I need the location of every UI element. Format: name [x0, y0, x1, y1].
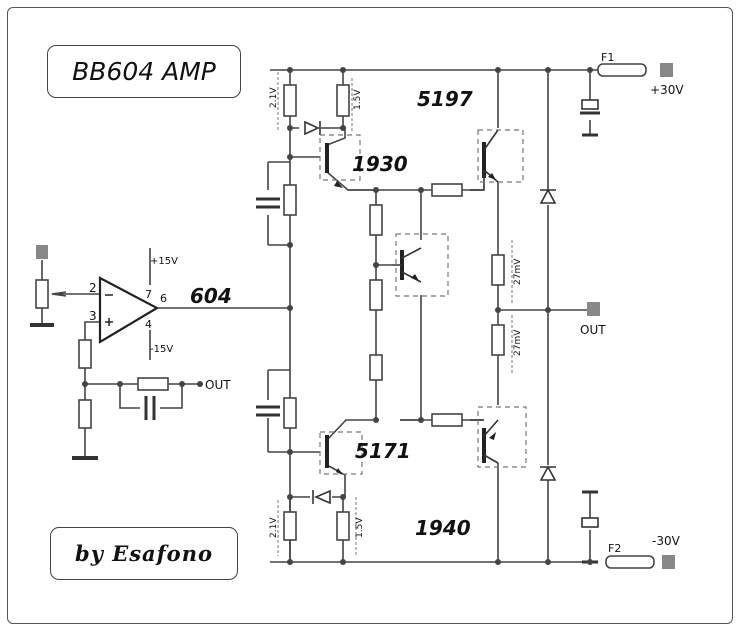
diode-lower-rail	[539, 465, 557, 481]
label-21v-bot: 2.1V	[269, 517, 279, 538]
dashed-outlines	[319, 129, 527, 475]
label-plus30: +30V	[650, 83, 684, 97]
label-q5171: 5171	[355, 439, 411, 463]
terminals	[36, 63, 675, 569]
label-f2: F2	[608, 542, 621, 555]
label-27mv-top: 27mV	[513, 258, 523, 285]
opamp	[98, 276, 160, 344]
label-q5197: 5197	[417, 87, 473, 111]
resistor-bottom-left	[283, 511, 297, 541]
resistor-top-left	[283, 84, 297, 117]
resistor-bottom-right	[336, 511, 350, 541]
pin-4: 4	[145, 318, 152, 331]
resistor-feedback	[137, 377, 169, 391]
pin-7: 7	[145, 288, 152, 301]
label-15v-bot: 1.5V	[355, 517, 365, 538]
fuse-f2	[605, 555, 655, 569]
label-15v-top: 1.5V	[353, 89, 363, 110]
label-21v-top: 2.1V	[269, 87, 279, 108]
resistor-input	[78, 339, 92, 369]
junctions	[82, 67, 593, 565]
label-opamp: 604	[190, 284, 232, 308]
resistor-emitter-lower	[491, 324, 505, 356]
page-title: BB604 AMP	[72, 57, 216, 86]
resistor-upper-bias	[283, 184, 297, 216]
pin-3: 3	[89, 309, 97, 323]
capacitor-upper	[256, 197, 280, 209]
label-q1930: 1930	[352, 152, 408, 176]
label-plus15: +15V	[150, 256, 178, 267]
resistors	[35, 63, 655, 569]
resistor-top-right	[336, 84, 350, 117]
trimmer	[369, 354, 383, 381]
fuse-f1	[597, 63, 647, 77]
outer-frame	[7, 7, 733, 624]
author-box: by Esafono	[50, 527, 238, 580]
author-label: by Esafono	[75, 541, 213, 566]
resistor-vbe-2	[369, 279, 383, 311]
resistor-ground	[78, 399, 92, 429]
input-pot	[35, 279, 49, 309]
label-q1940: 1940	[415, 516, 471, 540]
label-f1: F1	[601, 51, 614, 64]
resistor-vbe-1	[369, 204, 383, 236]
resistor-base-upper	[431, 183, 463, 197]
diode-upper-rail	[539, 188, 557, 204]
label-out-main: OUT	[580, 323, 606, 337]
pin-2: 2	[89, 281, 97, 295]
pin-6: 6	[160, 292, 167, 305]
label-minus15: -15V	[150, 344, 173, 355]
label-minus30: -30V	[652, 534, 681, 548]
resistor-lower-bias	[283, 397, 297, 429]
diode-top	[304, 120, 321, 136]
label-out-feedback: OUT	[205, 378, 231, 392]
capacitor-lower	[256, 405, 280, 417]
diodes	[304, 120, 557, 505]
label-27mv-bot: 27mV	[513, 329, 523, 356]
capacitor-feedback	[144, 396, 156, 420]
resistor-emitter-upper	[491, 254, 505, 286]
diode-bottom	[312, 489, 331, 505]
title-box: BB604 AMP	[47, 45, 241, 98]
resistor-base-lower	[431, 413, 463, 427]
